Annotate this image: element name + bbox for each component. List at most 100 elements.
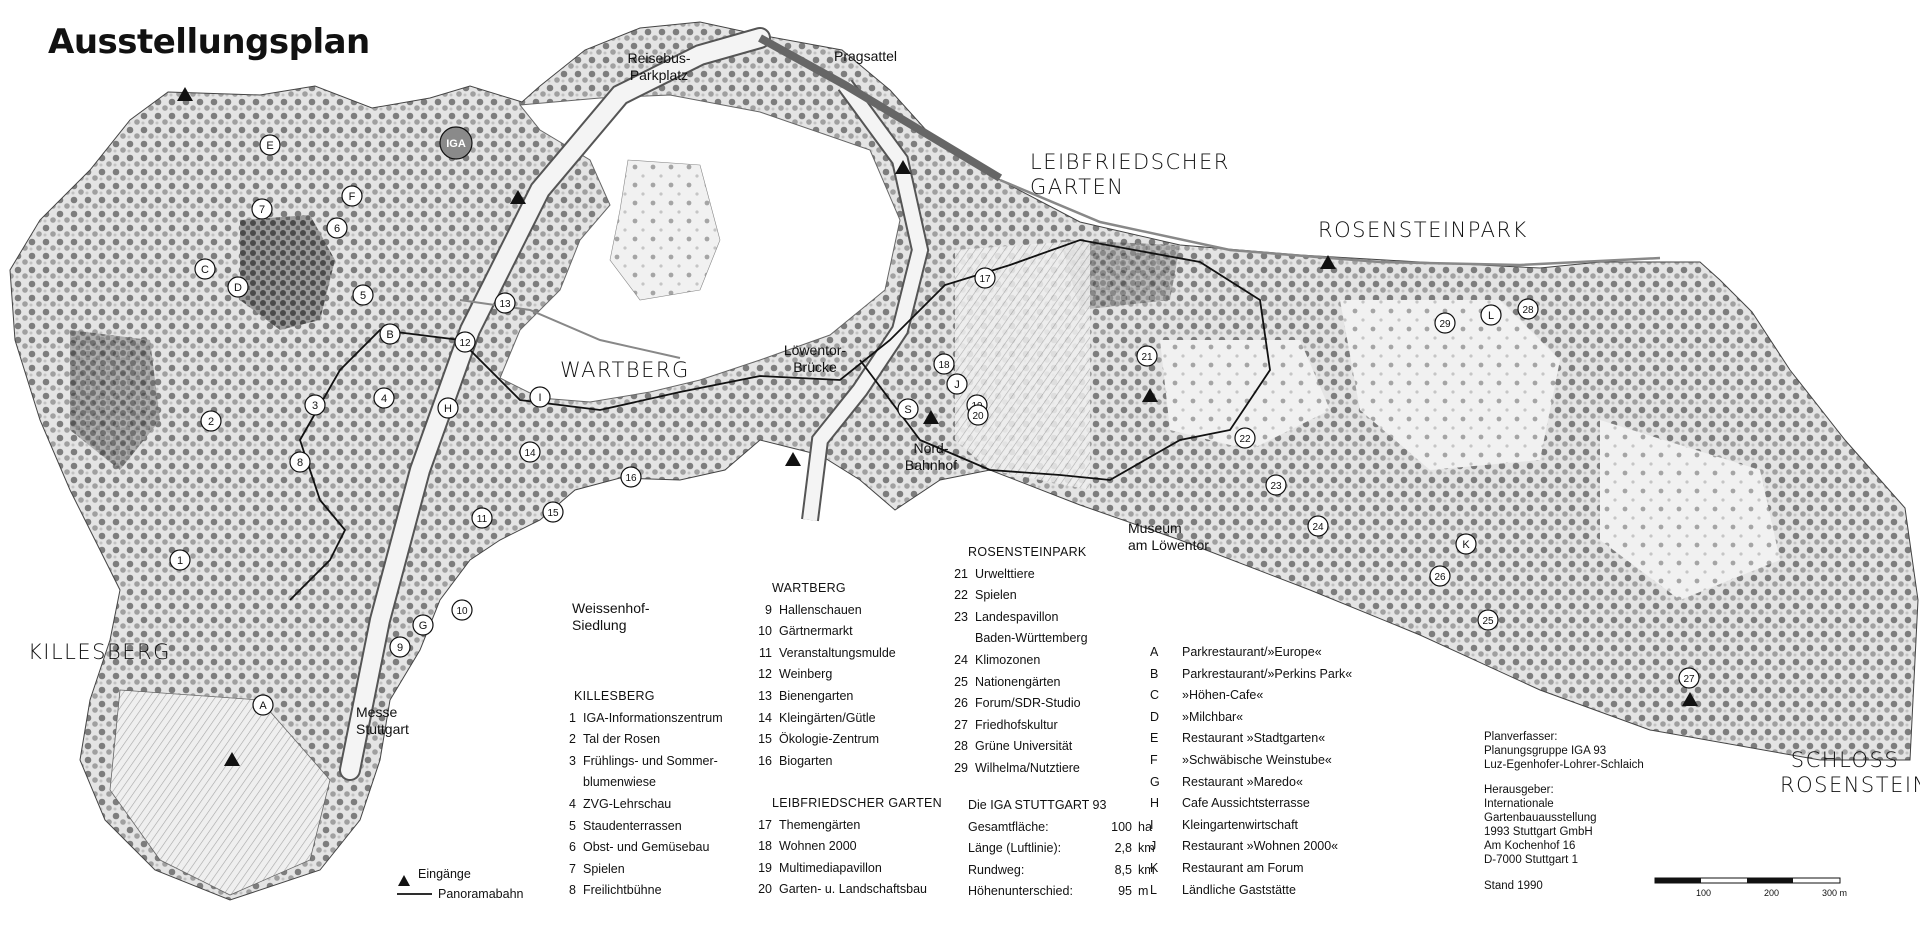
map-marker-d: D — [227, 276, 249, 298]
entrance-icon — [895, 160, 911, 174]
map-marker-label: 24 — [1312, 522, 1324, 533]
legend-heading: WARTBERG — [772, 581, 846, 595]
legend-entrance-label: Eingänge — [418, 867, 471, 881]
legend-item-number: 7 — [569, 861, 576, 876]
entrance-icon — [1320, 255, 1336, 269]
scale-label-300: 300 m — [1822, 888, 1848, 898]
map-marker-j: J — [946, 373, 968, 395]
legend-heading: ROSENSTEINPARK — [968, 545, 1087, 559]
legend-item-label: Frühlings- und Sommer- blumenwiese — [583, 753, 718, 790]
map-marker-label: 13 — [499, 299, 511, 310]
legend-item-label: Kleingärten/Gütle — [779, 710, 876, 725]
legend-item-number: 1 — [569, 710, 576, 725]
map-marker-label: E — [266, 140, 273, 152]
entrance-icon — [510, 190, 526, 204]
iga-fact-value: 95 — [1118, 884, 1132, 899]
legend-item-label: Klimozonen — [975, 652, 1041, 667]
legend-heading: LEIBFRIEDSCHER GARTEN — [772, 796, 942, 810]
legend-item-number: E — [1150, 731, 1159, 746]
legend-item-number: B — [1150, 666, 1159, 681]
map-marker-4: 4 — [373, 387, 395, 409]
credit-planer-1: Planungsgruppe IGA 93 — [1484, 745, 1607, 757]
map-marker-label: 26 — [1434, 572, 1446, 583]
legend-item-number: I — [1150, 817, 1154, 832]
map-marker-f: F — [341, 185, 363, 207]
map-marker-label: 23 — [1270, 481, 1282, 492]
legend-item-label: Parkrestaurant/»Perkins Park« — [1182, 666, 1353, 681]
legend-item: D»Milchbar« — [1150, 707, 1352, 729]
legend-item-number: 11 — [759, 645, 772, 660]
area-rosensteinpark: ROSENSTEINPARK — [1318, 218, 1528, 242]
legend-item-number: C — [1150, 688, 1160, 703]
legend-item-label: Grüne Universität — [975, 739, 1073, 754]
map-marker-label: I — [538, 392, 541, 404]
legend-item-label: Urwelttiere — [975, 566, 1035, 581]
legend-item-label: Restaurant »Wohnen 2000« — [1182, 839, 1339, 854]
legend-item-label: Bienengarten — [779, 688, 854, 703]
entrance-icon — [785, 452, 801, 466]
map-marker-24: 24 — [1307, 515, 1329, 537]
legend-item-label: Forum/SDR-Studio — [975, 696, 1081, 711]
legend-panorama: Panoramabahn — [438, 884, 523, 906]
legend-item-label: Staudenterrassen — [583, 818, 682, 833]
legend-item-number: K — [1150, 860, 1159, 875]
map-marker-label: K — [1462, 539, 1470, 551]
map-marker-label: 10 — [456, 606, 468, 617]
map-marker-c: C — [194, 258, 216, 280]
legend-item: 13 Bienengarten — [748, 686, 896, 708]
entrance-icon — [224, 752, 240, 766]
map-marker-2: 2 — [200, 410, 222, 432]
map-marker-label: J — [954, 379, 960, 391]
legend-item-number: D — [1150, 709, 1160, 724]
legend-item-label: Weinberg — [779, 667, 833, 682]
map-marker-13: 13 — [494, 292, 516, 314]
map-marker-i: I — [529, 386, 551, 408]
map-marker-9: 9 — [389, 636, 411, 658]
legend-item-label: Biogarten — [779, 753, 833, 768]
map-marker-15: 15 — [542, 501, 564, 523]
legend-item-label: Ökologie-Zentrum — [779, 732, 880, 747]
iga-heading: Die IGA STUTTGART 93 — [968, 798, 1107, 812]
iga-fact-value: 8,5 — [1114, 862, 1132, 877]
map-marker-17: 17 — [974, 267, 996, 289]
map-marker-11: 11 — [471, 507, 493, 529]
legend-item-label: »Schwäbische Weinstube« — [1182, 752, 1332, 767]
map-markers: 1234567891011121314151617181920212223242… — [169, 126, 1700, 716]
legend-item-number: 15 — [758, 732, 772, 747]
credits: Planverfasser: Planungsgruppe IGA 93 Luz… — [1484, 730, 1644, 893]
legend-item-number: 14 — [758, 710, 772, 725]
map-marker-14: 14 — [519, 441, 541, 463]
map-marker-label: H — [444, 403, 452, 415]
map-marker-label: 12 — [459, 338, 471, 349]
map-marker-k: K — [1455, 533, 1477, 555]
map-title: Ausstellungsplan — [48, 22, 370, 62]
map-marker-label: S — [904, 404, 911, 416]
legend-item-number: 3 — [569, 753, 576, 768]
legend-item-number: H — [1150, 796, 1160, 811]
legend-item: 14 Kleingärten/Gütle — [748, 708, 896, 730]
legend-item-label: ZVG-Lehrschau — [583, 796, 672, 811]
map-marker-8: 8 — [289, 451, 311, 473]
legend-item-label: Tal der Rosen — [583, 732, 661, 747]
map-marker-label: 17 — [979, 274, 991, 285]
map-marker-label: 3 — [312, 400, 318, 412]
map-marker-label: 4 — [381, 393, 387, 405]
map-marker-label: L — [1488, 310, 1494, 322]
map-marker-label: 9 — [397, 642, 403, 654]
map-marker-20: 20 — [967, 404, 989, 426]
legend-item-number: 13 — [758, 688, 772, 703]
legend-item-label: Friedhofskultur — [975, 717, 1058, 732]
legend-heading: KILLESBERG — [574, 689, 655, 703]
